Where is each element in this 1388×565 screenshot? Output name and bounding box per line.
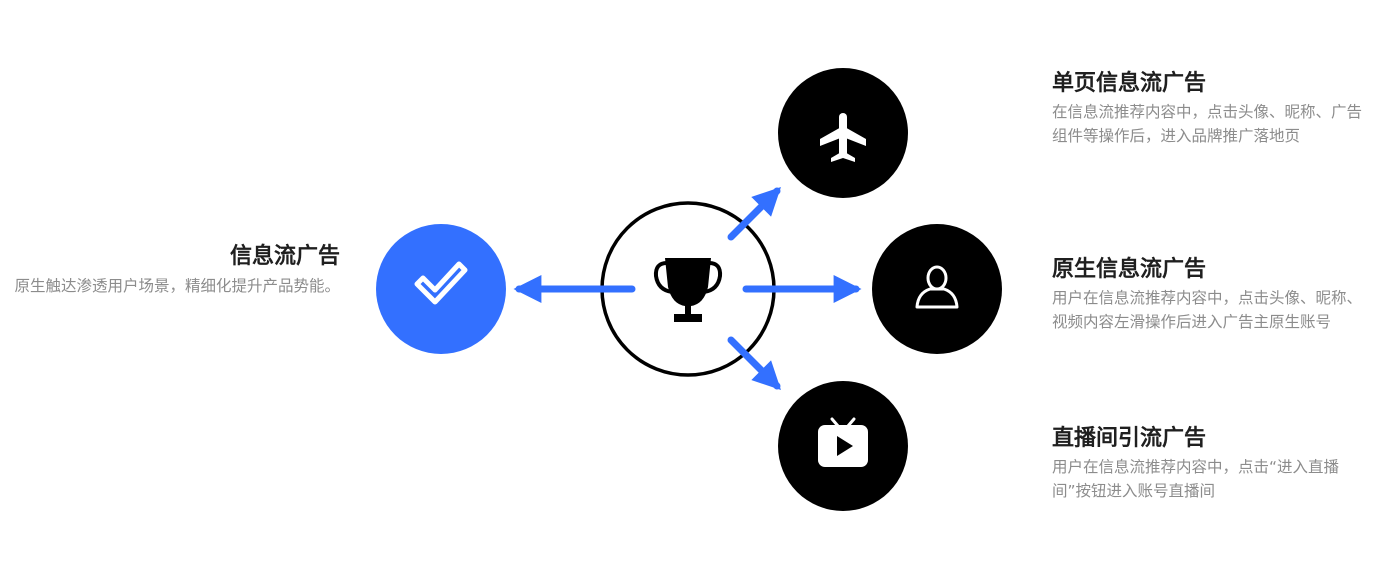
user-icon bbox=[915, 265, 959, 309]
item-1-desc: 在信息流推荐内容中，点击头像、昵称、广告组件等操作后，进入品牌推广落地页 bbox=[1052, 103, 1363, 145]
arrow-to-node-3 bbox=[727, 336, 781, 390]
tv-play-icon bbox=[818, 417, 868, 467]
item-2-title: 原生信息流广告 bbox=[1052, 257, 1207, 282]
item-2-desc: 用户在信息流推荐内容中，点击头像、昵称、视频内容左滑操作后进入广告主原生账号 bbox=[1052, 289, 1363, 331]
left-title: 信息流广告 bbox=[229, 244, 340, 269]
item-1-title: 单页信息流广告 bbox=[1052, 71, 1207, 96]
airplane-icon bbox=[820, 113, 866, 162]
trophy-icon bbox=[653, 258, 723, 322]
arrow-to-node-1 bbox=[727, 187, 781, 241]
item-3-title: 直播间引流广告 bbox=[1052, 426, 1207, 451]
check-icon bbox=[414, 261, 468, 305]
left-node bbox=[376, 224, 506, 354]
item-3-desc: 用户在信息流推荐内容中，点击“进入直播间”按钮进入账号直播间 bbox=[1052, 458, 1340, 500]
left-desc: 原生触达渗透用户场景，精细化提升产品势能。 bbox=[14, 277, 340, 295]
